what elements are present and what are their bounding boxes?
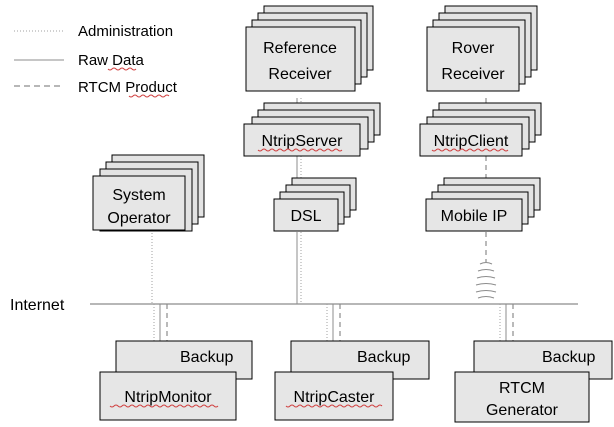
rtcm-generator-backup-label: Backup (542, 349, 595, 366)
legend-administration-label: Administration (78, 23, 173, 40)
ntrip-monitor-backup-label: Backup (180, 349, 233, 366)
rtcm-generator-box (454, 371, 590, 423)
ntrip-server-label: NtripServer (262, 133, 344, 150)
legend-raw-data-label: Raw Data (78, 52, 145, 69)
rover-receiver-label-line1: Rover (452, 40, 495, 57)
rtcm-generator-label-line2: Generator (486, 402, 559, 419)
reference-receiver-label-line2: Receiver (268, 66, 332, 83)
wireless-antenna-icon (475, 262, 497, 299)
ntrip-caster-box (274, 371, 394, 421)
rtcm-generator-group: Backup RTCM Generator (454, 340, 613, 423)
ntrip-caster-backup-label: Backup (357, 349, 410, 366)
spell-underline (107, 67, 137, 71)
legend: Administration Raw Data RTCM Product (14, 23, 178, 98)
reference-receiver-box: Reference Receiver (245, 5, 374, 92)
internet-label: Internet (10, 297, 65, 314)
mobile-ip-box: Mobile IP (425, 177, 541, 232)
rover-receiver-label-line2: Receiver (441, 66, 505, 83)
mobile-ip-label: Mobile IP (441, 208, 508, 225)
ntrip-client-box: NtripClient (419, 102, 542, 157)
reference-receiver-label-line1: Reference (263, 40, 337, 57)
spell-underline (257, 148, 343, 152)
rtcm-generator-label-line1: RTCM (499, 380, 545, 397)
system-operator-label-line1: System (112, 187, 165, 204)
ntrip-caster-label: NtripCaster (294, 389, 376, 406)
ntrip-server-box: NtripServer (243, 102, 381, 157)
ntrip-client-label: NtripClient (434, 133, 509, 150)
spell-underline (128, 94, 170, 98)
ntrip-caster-group: Backup NtripCaster (274, 340, 430, 421)
legend-rtcm-product-label: RTCM Product (78, 79, 178, 96)
dsl-label: DSL (290, 208, 321, 225)
spell-underline (431, 148, 509, 152)
ntrip-monitor-label: NtripMonitor (124, 389, 212, 406)
dsl-box: DSL (273, 177, 357, 232)
spell-underline (285, 404, 383, 408)
spell-underline (109, 404, 219, 408)
system-operator-label-line2: Operator (107, 210, 171, 227)
system-operator-box: System Operator (92, 154, 205, 232)
ntrip-monitor-box (99, 371, 237, 421)
rover-receiver-box: Rover Receiver (426, 5, 538, 92)
ntrip-monitor-group: Backup NtripMonitor (99, 340, 253, 421)
